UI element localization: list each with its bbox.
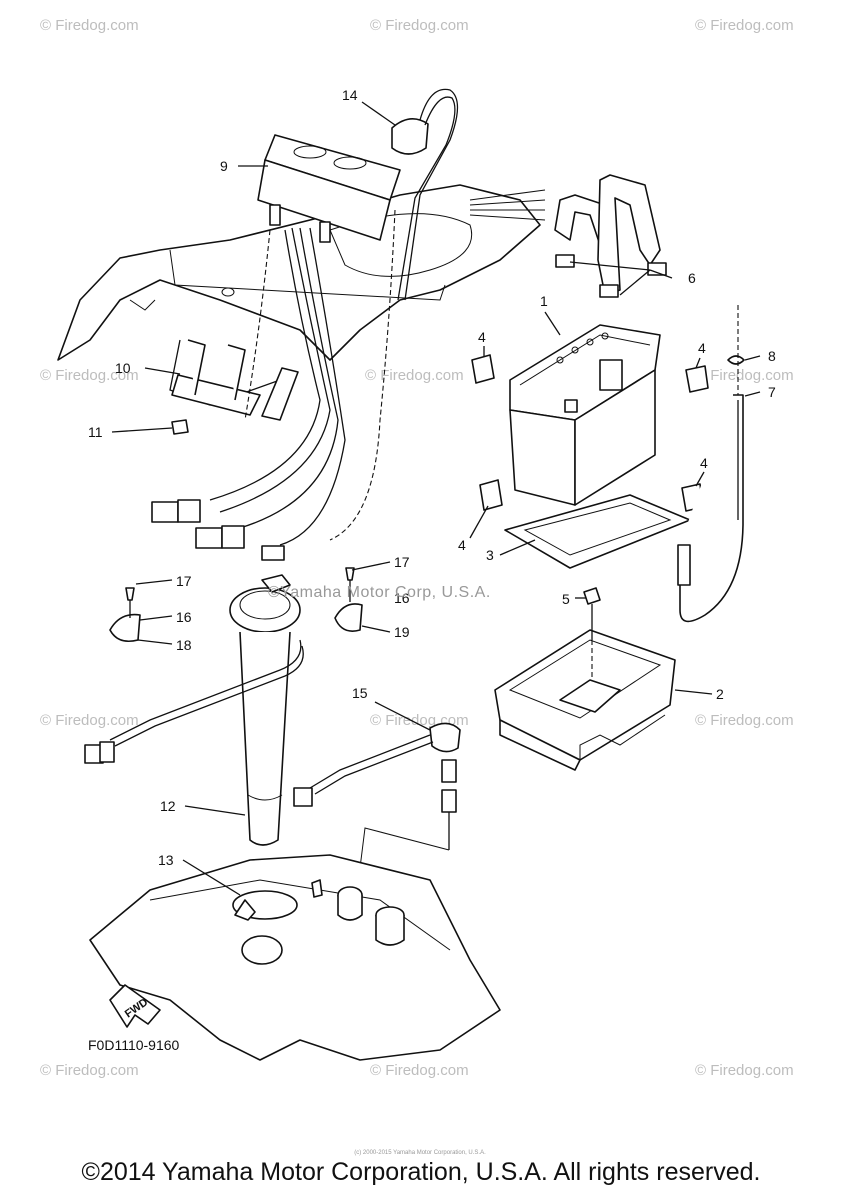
callout-4: 4: [698, 340, 706, 356]
callout-2: 2: [716, 686, 724, 702]
callout-16: 16: [394, 590, 410, 606]
fuel-level-sensor: [293, 722, 461, 901]
callout-16: 16: [176, 609, 192, 625]
vent-hose: [677, 305, 745, 623]
fuel-sender: [84, 574, 304, 846]
part-code: F0D1110-9160: [88, 1037, 180, 1053]
callout-12: 12: [160, 798, 176, 814]
battery-box: [494, 629, 676, 771]
rear-fender: [57, 184, 546, 361]
tiny-notice: (c) 2000-2015 Yamaha Motor Corporation, …: [354, 1150, 486, 1156]
copyright-footer: ©2014 Yamaha Motor Corporation, U.S.A. A…: [81, 1158, 761, 1186]
battery-mat: [504, 494, 691, 569]
fuel-tank: [89, 854, 501, 1061]
watermark: © Firedog.com: [40, 1062, 139, 1079]
watermark: © Firedog.com: [695, 1062, 794, 1079]
callout-6: 6: [688, 270, 696, 286]
callout-17: 17: [176, 573, 192, 589]
callout-17: 17: [394, 554, 410, 570]
callout-5: 5: [562, 591, 570, 607]
wire-grommet: [391, 88, 459, 301]
callout-1: 1: [540, 293, 548, 309]
watermarks: © Firedog.com © Firedog.com © Firedog.co…: [40, 17, 794, 1079]
control-unit: [257, 134, 401, 243]
watermark: © Firedog.com: [695, 17, 794, 34]
battery: [509, 324, 661, 506]
callout-4: 4: [478, 329, 486, 345]
callout-4: 4: [700, 455, 708, 471]
callout-14: 14: [342, 87, 358, 103]
manufacturer-mark: ©Yamaha Motor Corp, U.S.A.: [268, 584, 491, 601]
callout-7: 7: [768, 384, 776, 400]
fwd-arrow: FWD: [109, 984, 161, 1028]
clamps: [109, 567, 363, 643]
callout-4: 4: [458, 537, 466, 553]
watermark: © Firedog.com: [365, 367, 464, 384]
watermark: © Firedog.com: [40, 17, 139, 34]
leader-lines: [111, 101, 761, 896]
wire-harness: [151, 209, 396, 561]
callout-3: 3: [486, 547, 494, 563]
callout-11: 11: [88, 424, 103, 440]
callout-13: 13: [158, 852, 174, 868]
callout-15: 15: [352, 685, 368, 701]
callout-10: 10: [115, 360, 131, 376]
callout-19: 19: [394, 624, 410, 640]
battery-straps: [554, 174, 667, 298]
callout-18: 18: [176, 637, 192, 653]
watermark: © Firedog.com: [370, 1062, 469, 1079]
watermark: © Firedog.com: [370, 17, 469, 34]
watermark: © Firedog.com: [40, 367, 139, 384]
watermark: © Firedog.com: [40, 712, 139, 729]
watermark: © Firedog.com: [695, 367, 794, 384]
callouts: 1 2 3 4 4 4 4 5 6 7 8 9 10 11 12 13 14 1…: [88, 87, 776, 868]
callout-8: 8: [768, 348, 776, 364]
callout-9: 9: [220, 158, 228, 174]
watermark: © Firedog.com: [695, 712, 794, 729]
bolt: [583, 587, 601, 680]
